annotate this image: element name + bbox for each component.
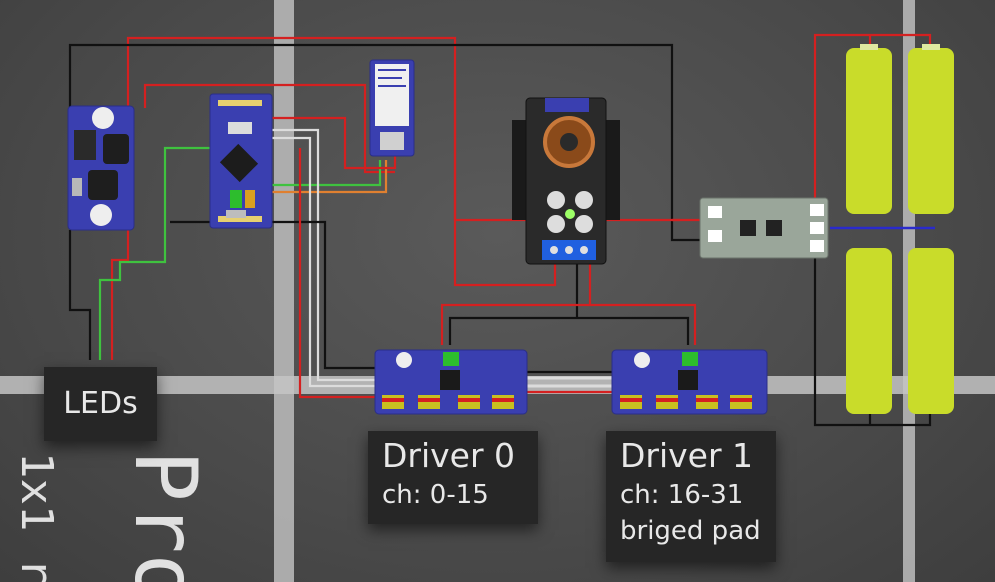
- wire-red: [272, 116, 397, 170]
- driver0-label: Driver 0 ch: 0-15: [368, 431, 538, 524]
- battery-management-board: [699, 197, 829, 259]
- buck-converter: [512, 97, 620, 265]
- wire-red: [143, 83, 395, 174]
- microcontroller-board: [209, 93, 273, 229]
- wire-black: [448, 262, 690, 345]
- watermark-large: Pro: [115, 450, 215, 582]
- wire-white: [272, 136, 375, 388]
- servo-driver-0: [374, 349, 528, 415]
- bluetooth-module: [369, 59, 415, 157]
- servo-driver-1: [611, 349, 768, 415]
- wire-black: [68, 43, 700, 242]
- leds-label: LEDs: [44, 367, 157, 441]
- wire-red: [298, 148, 375, 399]
- grid-line-vertical: [274, 0, 294, 582]
- driver1-channels: ch: 16-31: [620, 480, 744, 510]
- step-down-converter: [67, 105, 135, 231]
- wire-red: [126, 36, 557, 287]
- wires: [68, 33, 935, 427]
- driver0-channels: ch: 0-15: [382, 480, 489, 510]
- leds-label-text: LEDs: [63, 386, 138, 421]
- wire-white: [272, 128, 375, 382]
- wire-black: [170, 220, 375, 370]
- wire-black: [813, 240, 932, 427]
- wire-red: [110, 230, 130, 360]
- driver1-note: briged pad: [620, 516, 761, 546]
- wire-green: [98, 146, 210, 360]
- watermark-small: 1x1 r: [11, 452, 62, 582]
- wire-black: [68, 230, 92, 360]
- driver1-title: Driver 1: [620, 436, 754, 475]
- driver1-label: Driver 1 ch: 16-31 briged pad: [606, 431, 776, 562]
- battery-pack: [846, 44, 954, 414]
- driver0-title: Driver 0: [382, 436, 516, 475]
- wire-red: [440, 262, 697, 345]
- wire-red: [813, 33, 932, 210]
